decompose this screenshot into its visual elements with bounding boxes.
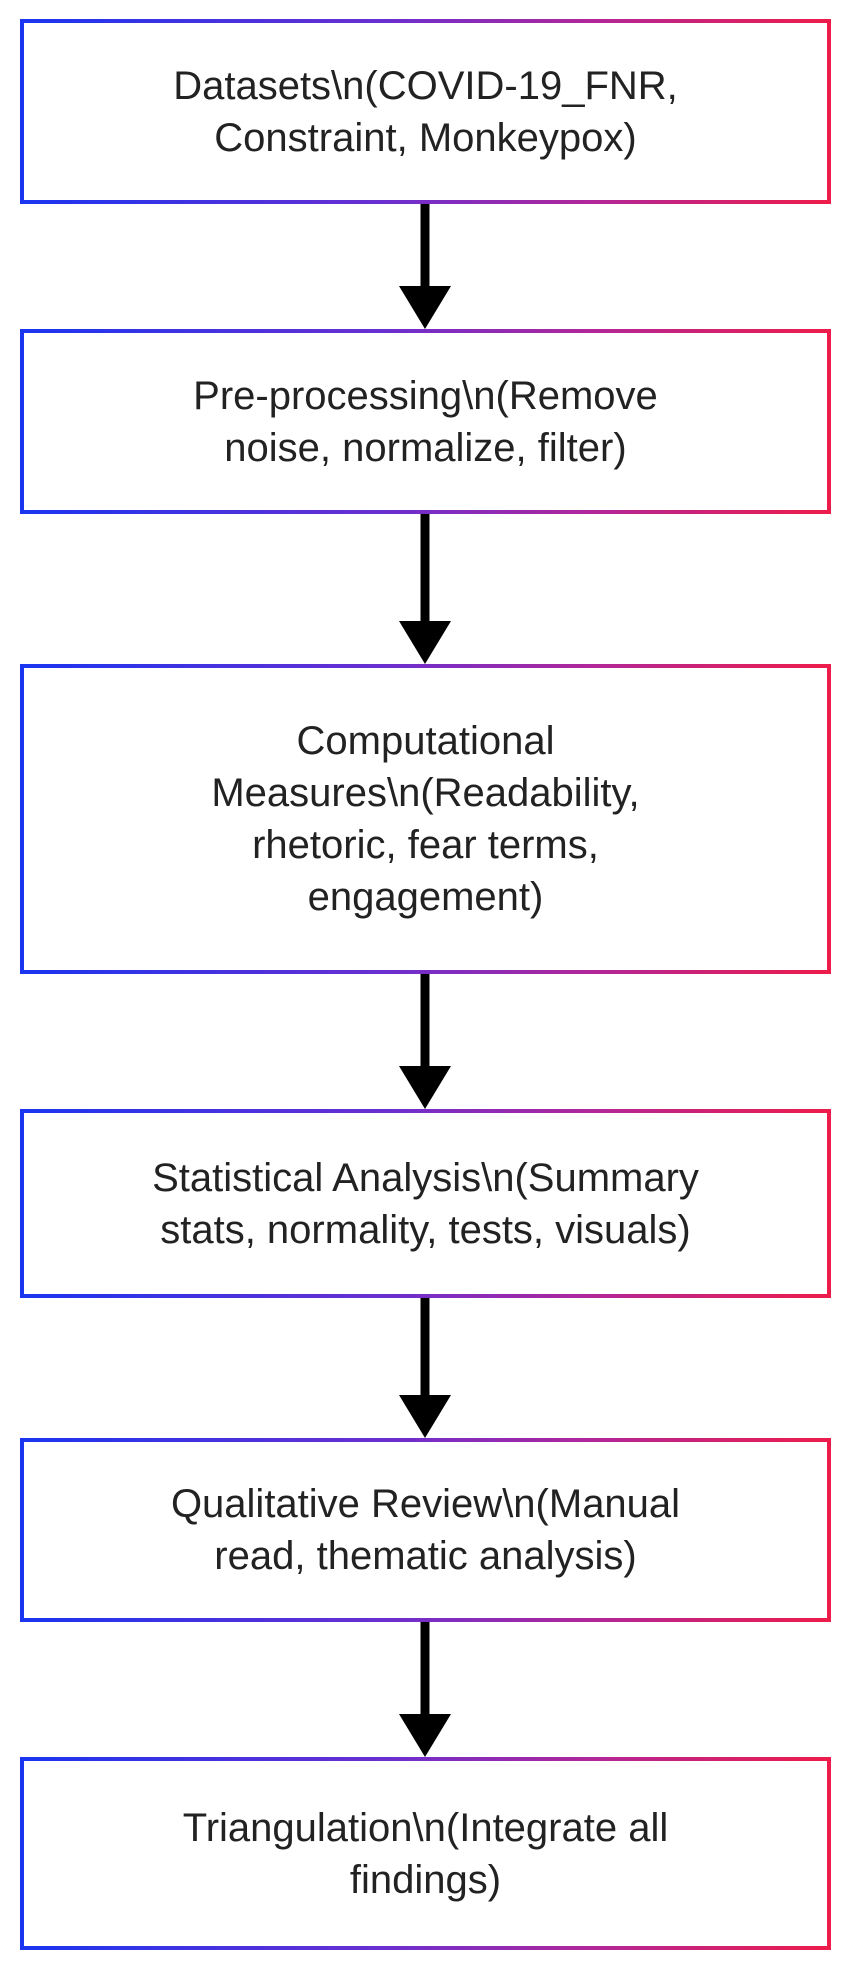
- flow-step-qualitative-review: Qualitative Review\n(Manual read, themat…: [20, 1438, 831, 1622]
- flow-step-triangulation: Triangulation\n(Integrate all findings): [20, 1757, 831, 1950]
- flow-step-label: Statistical Analysis\n(Summary stats, no…: [152, 1155, 699, 1252]
- flow-step-preprocessing: Pre-processing\n(Remove noise, normalize…: [20, 329, 831, 514]
- flow-step-label: Datasets\n(COVID-19_FNR, Constraint, Mon…: [173, 63, 678, 160]
- flow-arrow: [393, 514, 457, 664]
- flow-step-label: Qualitative Review\n(Manual read, themat…: [170, 1482, 681, 1578]
- flow-step-datasets: Datasets\n(COVID-19_FNR, Constraint, Mon…: [20, 19, 831, 204]
- flow-step-label: Triangulation\n(Integrate all findings): [182, 1805, 669, 1902]
- flow-step-label: Computational Measures\n(Readability, rh…: [211, 719, 640, 919]
- flow-step-computational-measures: Computational Measures\n(Readability, rh…: [20, 664, 831, 974]
- flow-arrow: [393, 1298, 457, 1438]
- flow-arrow: [393, 974, 457, 1109]
- flow-arrow: [393, 1622, 457, 1757]
- flow-step-statistical-analysis: Statistical Analysis\n(Summary stats, no…: [20, 1109, 831, 1298]
- arrow-down-icon: [399, 514, 451, 664]
- flow-step-label: Pre-processing\n(Remove noise, normalize…: [193, 373, 658, 470]
- arrow-down-icon: [399, 1298, 451, 1438]
- arrow-down-icon: [399, 974, 451, 1109]
- arrow-down-icon: [399, 204, 451, 329]
- arrow-down-icon: [399, 1622, 451, 1757]
- flow-arrow: [393, 204, 457, 329]
